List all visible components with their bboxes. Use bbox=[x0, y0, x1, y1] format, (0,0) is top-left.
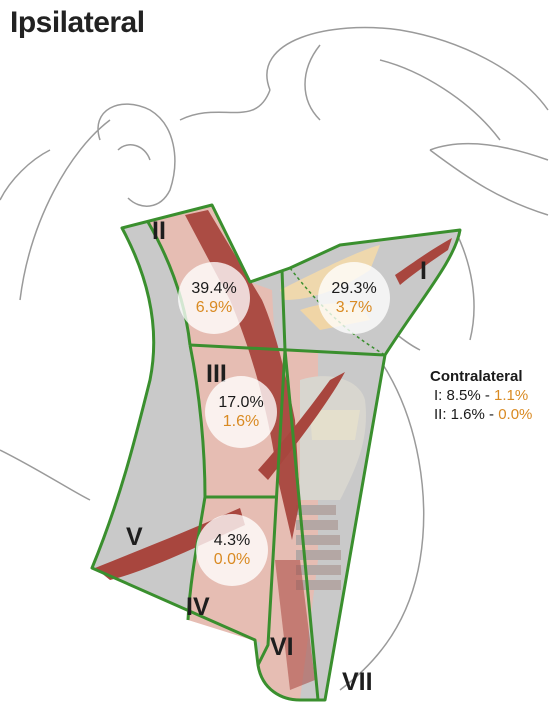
level-label-V: V bbox=[126, 523, 143, 552]
badge-level-III: 17.0% 1.6% bbox=[205, 376, 277, 448]
ipsilateral-rate: 17.0% bbox=[218, 393, 263, 412]
contralateral-heading: Contralateral bbox=[430, 367, 532, 386]
contralateral-row-label: II: 1.6% - bbox=[434, 406, 498, 423]
badge-level-IV: 4.3% 0.0% bbox=[196, 514, 268, 586]
contralateral-row-II: II: 1.6% - 0.0% bbox=[430, 405, 532, 424]
contralateral-legend: Contralateral I: 8.5% - 1.1% II: 1.6% - … bbox=[430, 367, 532, 424]
badge-level-II: 39.4% 6.9% bbox=[178, 262, 250, 334]
level-label-IV: IV bbox=[186, 593, 210, 622]
contralateral-row-label: I: 8.5% - bbox=[434, 387, 494, 404]
badge-level-I: 29.3% 3.7% bbox=[318, 262, 390, 334]
level-label-VI: VI bbox=[270, 633, 294, 662]
ipsilateral-rate: 29.3% bbox=[331, 279, 376, 298]
level-label-I: I bbox=[420, 257, 427, 286]
contralateral-rate: 6.9% bbox=[196, 298, 232, 317]
level-label-II: II bbox=[152, 217, 166, 246]
contralateral-rate: 1.6% bbox=[223, 412, 259, 431]
level-label-VII: VII bbox=[342, 668, 373, 697]
ipsilateral-rate: 4.3% bbox=[214, 531, 250, 550]
ipsilateral-rate: 39.4% bbox=[191, 279, 236, 298]
contralateral-row-value: 1.1% bbox=[494, 387, 528, 404]
page-title: Ipsilateral bbox=[10, 6, 145, 40]
contralateral-row-I: I: 8.5% - 1.1% bbox=[430, 386, 532, 405]
contralateral-rate: 0.0% bbox=[214, 550, 250, 569]
contralateral-rate: 3.7% bbox=[336, 298, 372, 317]
contralateral-row-value: 0.0% bbox=[498, 406, 532, 423]
